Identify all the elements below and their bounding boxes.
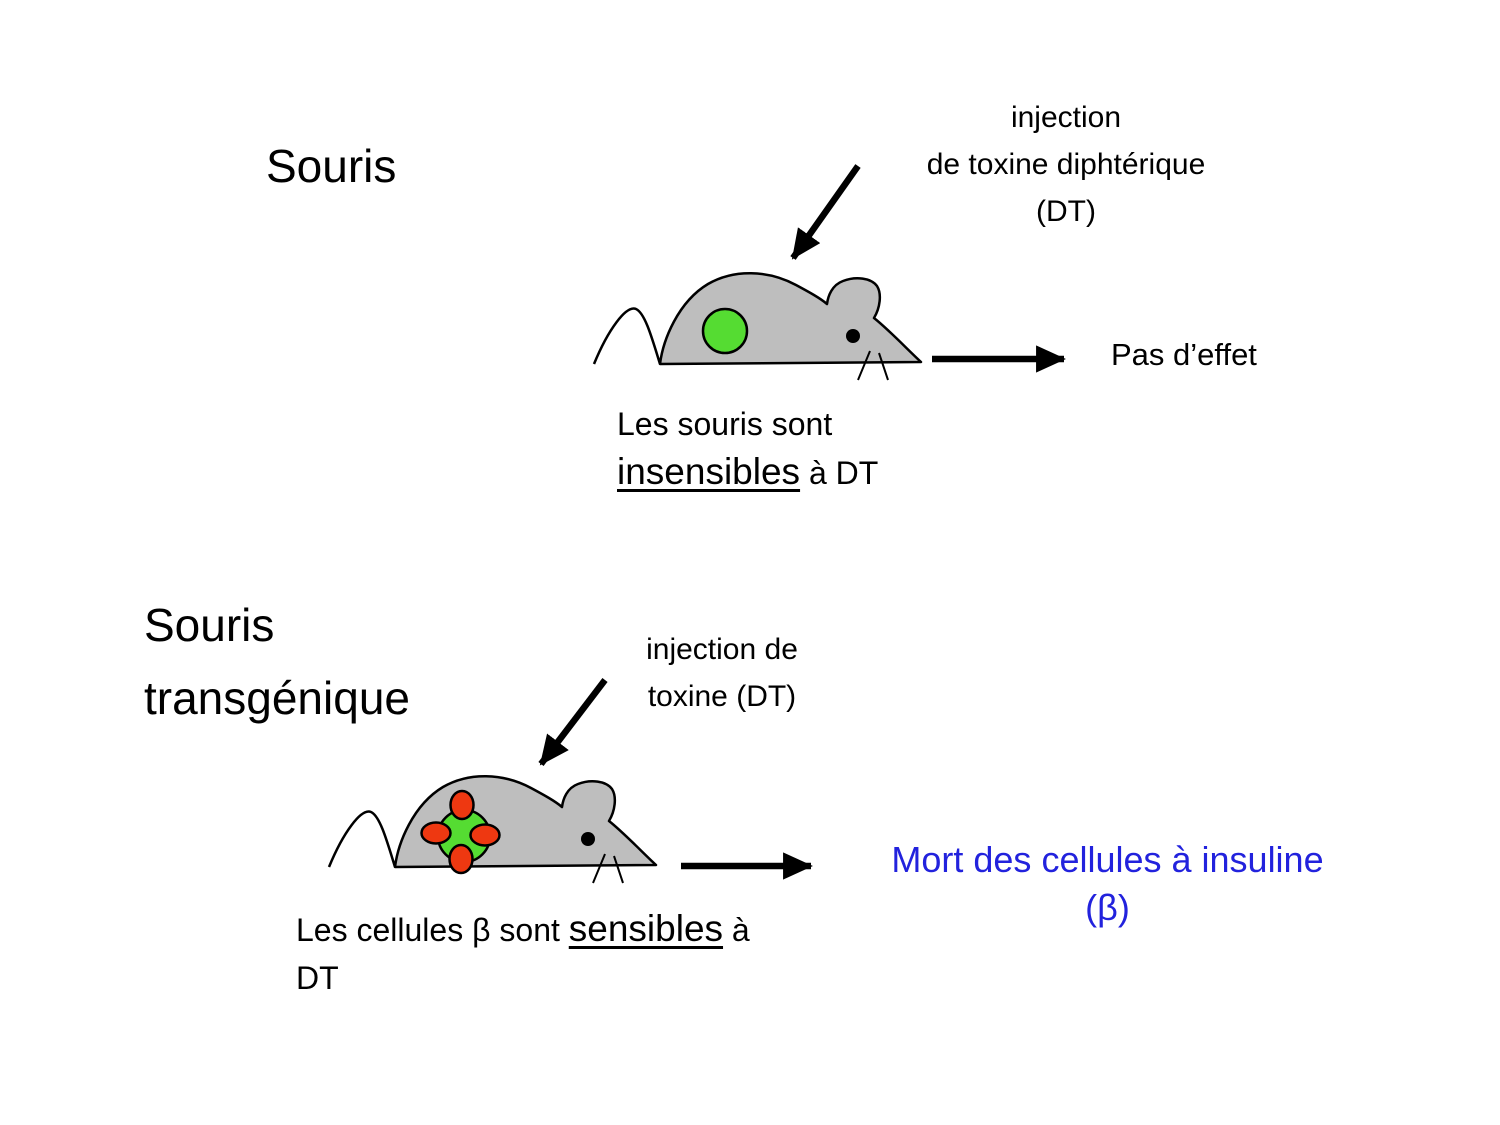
beta-cell-with-receptors-icon <box>436 808 492 864</box>
mouse-illustration-normal <box>592 271 923 382</box>
injection-arrow-normal <box>790 164 861 260</box>
caption-normal: Les souris sont insensibles à DT <box>617 400 878 497</box>
section-title-souris: Souris <box>266 140 397 192</box>
caption-normal-suffix: à DT <box>800 455 879 491</box>
injection-label-normal-line3: (DT) <box>1036 195 1096 228</box>
injection-label-transgenic: injection de toxine (DT) <box>589 626 855 720</box>
dt-receptor-bottom-icon <box>448 843 474 875</box>
caption-transgenic-line2: DT <box>296 960 339 996</box>
caption-transgenic-underlined: sensibles <box>568 908 724 949</box>
caption-normal-underlined: insensibles <box>617 451 801 492</box>
caption-normal-line2: insensibles à DT <box>617 448 878 497</box>
caption-normal-line1: Les souris sont <box>617 406 833 442</box>
result-text-cell-death-line1: Mort des cellules à insuline <box>891 839 1324 880</box>
caption-transgenic-line1: Les cellules β sont sensibles à <box>296 905 796 954</box>
caption-transgenic-suffix: à <box>723 912 750 948</box>
caption-transgenic-prefix: Les cellules β sont <box>296 912 569 948</box>
injection-label-normal: injection de toxine diphtérique (DT) <box>880 94 1252 235</box>
beta-cell-icon <box>701 307 749 355</box>
injection-label-normal-line2: de toxine diphtérique <box>926 148 1206 181</box>
injection-label-transgenic-line2: toxine (DT) <box>647 680 797 713</box>
injection-label-transgenic-line1: injection de <box>646 633 798 666</box>
section-title-transgenic-line2: transgénique <box>144 672 410 724</box>
section-title-transgenic-line1: Souris <box>144 599 275 651</box>
injection-label-normal-line1: injection <box>1010 101 1122 134</box>
result-text-cell-death: Mort des cellules à insuline (β) <box>855 836 1360 932</box>
dt-receptor-right-icon <box>469 823 501 847</box>
dt-receptor-left-icon <box>420 821 452 845</box>
result-text-no-effect: Pas d’effet <box>1111 337 1257 372</box>
section-title-transgenic: Souris transgénique <box>144 589 410 735</box>
dt-receptor-top-icon <box>449 789 475 821</box>
result-text-cell-death-line2: (β) <box>1085 887 1130 928</box>
caption-transgenic: Les cellules β sont sensibles à DT <box>296 905 796 1002</box>
mouse-illustration-transgenic <box>327 774 658 885</box>
